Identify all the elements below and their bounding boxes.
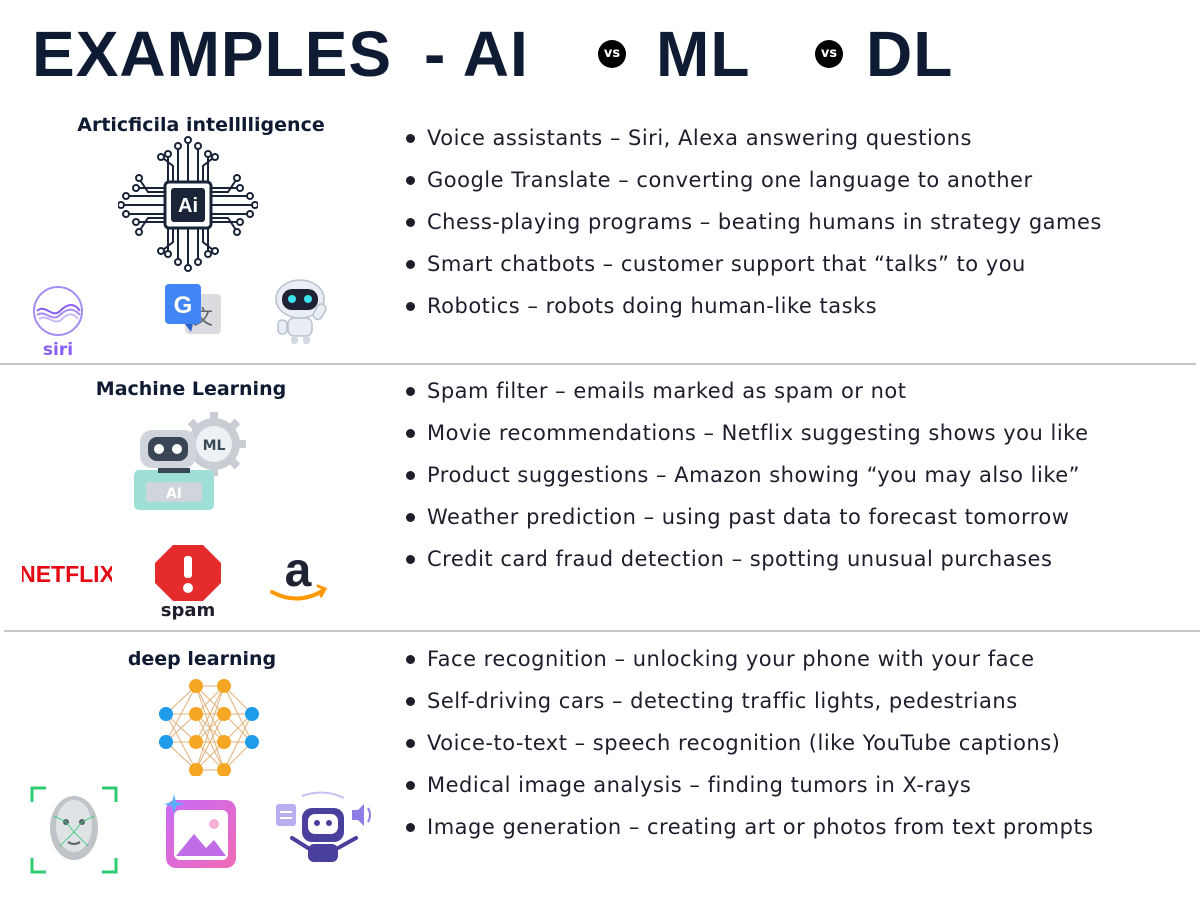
list-item: Medical image analysis – finding tumors … xyxy=(404,764,1094,806)
amazon-logo-text: a xyxy=(285,544,312,597)
siri-icon xyxy=(33,286,83,336)
ml-body-label: AI xyxy=(166,486,182,502)
list-item: Robotics – robots doing human-like tasks xyxy=(404,285,1102,327)
netflix-logo-text: NETFLIX xyxy=(22,561,112,587)
ml-examples-list: Spam filter – emails marked as spam or n… xyxy=(404,370,1089,580)
list-item: Google Translate – converting one langua… xyxy=(404,159,1102,201)
google-translate-icon: 文 G xyxy=(165,284,221,334)
list-item: Credit card fraud detection – spotting u… xyxy=(404,538,1089,580)
list-item: Weather prediction – using past data to … xyxy=(404,496,1089,538)
list-item: Voice assistants – Siri, Alexa answering… xyxy=(404,117,1102,159)
title-ml: ML xyxy=(656,18,751,90)
vs-badge-1: vs xyxy=(598,40,626,68)
dl-section-title: deep learning xyxy=(127,648,277,670)
list-item: Smart chatbots – customer support that “… xyxy=(404,243,1102,285)
ai-section-title: Articficila intelllligence xyxy=(77,114,325,136)
title-dl: DL xyxy=(866,18,954,90)
netflix-logo: NETFLIX xyxy=(22,561,112,587)
spam-label: spam xyxy=(160,600,216,621)
ml-robot-icon: ML AI xyxy=(134,412,246,510)
list-item: Face recognition – unlocking your phone … xyxy=(404,638,1094,680)
amazon-logo: a xyxy=(270,544,328,601)
face-recognition-icon xyxy=(30,786,118,874)
spam-icon xyxy=(155,545,221,601)
vs-badge-2: vs xyxy=(815,40,843,68)
ml-section-title: Machine Learning xyxy=(95,378,287,400)
list-item: Self-driving cars – detecting traffic li… xyxy=(404,680,1094,722)
ai-examples-list: Voice assistants – Siri, Alexa answering… xyxy=(404,117,1102,327)
image-generation-icon xyxy=(164,794,236,868)
section-divider-2 xyxy=(4,630,1200,632)
list-item: Product suggestions – Amazon showing “yo… xyxy=(404,454,1089,496)
title-examples: EXAMPLES xyxy=(32,18,393,90)
section-divider-1 xyxy=(0,363,1196,365)
title-ai: - AI xyxy=(424,18,529,90)
svg-text:G: G xyxy=(174,292,193,319)
voice-robot-icon xyxy=(276,791,371,862)
robot-icon xyxy=(275,279,327,344)
siri-label: siri xyxy=(42,340,74,360)
ml-gear-label: ML xyxy=(203,438,226,454)
list-item: Voice-to-text – speech recognition (like… xyxy=(404,722,1094,764)
ai-chip-icon: Ai xyxy=(118,136,258,272)
neural-network-icon xyxy=(159,679,259,776)
list-item: Image generation – creating art or photo… xyxy=(404,806,1094,848)
ai-chip-label: Ai xyxy=(178,195,198,217)
list-item: Movie recommendations – Netflix suggesti… xyxy=(404,412,1089,454)
dl-examples-list: Face recognition – unlocking your phone … xyxy=(404,638,1094,848)
list-item: Chess-playing programs – beating humans … xyxy=(404,201,1102,243)
list-item: Spam filter – emails marked as spam or n… xyxy=(404,370,1089,412)
